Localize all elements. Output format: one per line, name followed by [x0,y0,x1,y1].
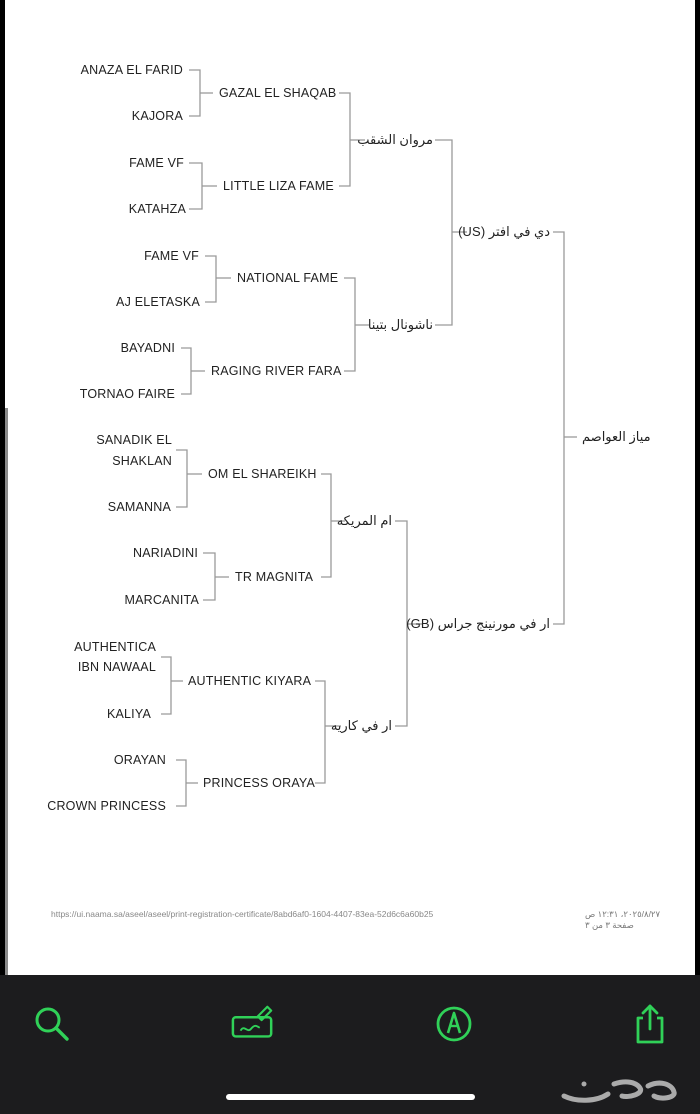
home-indicator[interactable] [226,1094,475,1100]
horse-name-g4: SAMANNA [107,500,171,514]
horse-name-g4: AJ ELETASKA [116,295,200,309]
search-button[interactable] [30,1002,74,1046]
horse-name-sire: دي في افتر (US) [458,224,550,239]
horse-name-g3: RAGING RIVER FARA [211,364,342,378]
horse-name-root: مياز العواصم [582,429,651,444]
share-button[interactable] [628,1002,672,1046]
horse-name-sire-dam: ناشونال بتينا [367,317,433,332]
horse-name-g4: ORAYAN [113,753,166,767]
horse-name-g3: TR MAGNITA [235,570,314,584]
horse-name-g3: NATIONAL FAME [237,271,339,285]
page-shadow-edge [5,408,8,975]
horse-name-g4: FAME VF [129,156,184,170]
horse-name-g4: KAJORA [131,109,183,123]
horse-name-g4: BAYADNI [120,341,175,355]
pedigree-lines [161,69,577,807]
horse-name-g4: ANAZA EL FARID [80,63,183,77]
markup-sign-icon [231,1005,273,1038]
search-icon [35,1007,69,1041]
markup-toolbar [0,975,700,1114]
markup-button[interactable] [432,1002,476,1046]
horse-name-g3: PRINCESS ORAYA [203,776,316,790]
horse-name-g4: NARIADINI [132,546,198,560]
horse-name-dam-sire: ام المريكه [336,513,392,528]
signature-button[interactable] [231,1002,275,1046]
horse-name-g4: IBN NAWAAL [77,660,156,674]
horse-name-g4: KATAHZA [128,202,186,216]
print-datetime: ٢٠٢٥/٨/٢٧، ١٢:٣١ ص [585,909,661,919]
horse-name-g4: AUTHENTICA [74,640,156,654]
horse-name-g3: OM EL SHAREIKH [208,467,317,481]
page-number: صفحة ٣ من ٣ [585,920,634,930]
horse-name-g4: SANADIK EL [96,433,172,447]
horse-name-g3: LITTLE LIZA FAME [223,179,334,193]
horse-name-g4: KALIYA [106,707,151,721]
print-timestamp: ٢٠٢٥/٨/٢٧، ١٢:٣١ ص صفحة ٣ من ٣ [585,909,660,931]
horse-name-g4: MARCANITA [124,593,199,607]
horse-name-dam-dam: ار في كاريه [330,718,392,733]
horse-name-g3: AUTHENTIC KIYARA [188,674,312,688]
horse-name-g4: CROWN PRINCESS [47,799,166,813]
horse-name-g4: SHAKLAN [112,454,172,468]
share-icon [636,1004,664,1044]
horse-name-sire-sire: مروان الشقب [357,132,433,147]
annotate-pen-icon [436,1006,472,1042]
document-page: مياز العواصم دي في افتر (US) ار في مورني… [5,0,695,975]
horse-name-g4: TORNAO FAIRE [79,387,175,401]
horse-name-g4: FAME VF [144,249,199,263]
horse-name-dam: ار في مورنينج جراس (GB) [406,616,550,631]
certificate-url: https://ui.naama.sa/aseel/aseel/print-re… [51,909,434,919]
haraj-watermark-logo [561,1079,677,1103]
horse-name-g3: GAZAL EL SHAQAB [219,86,337,100]
